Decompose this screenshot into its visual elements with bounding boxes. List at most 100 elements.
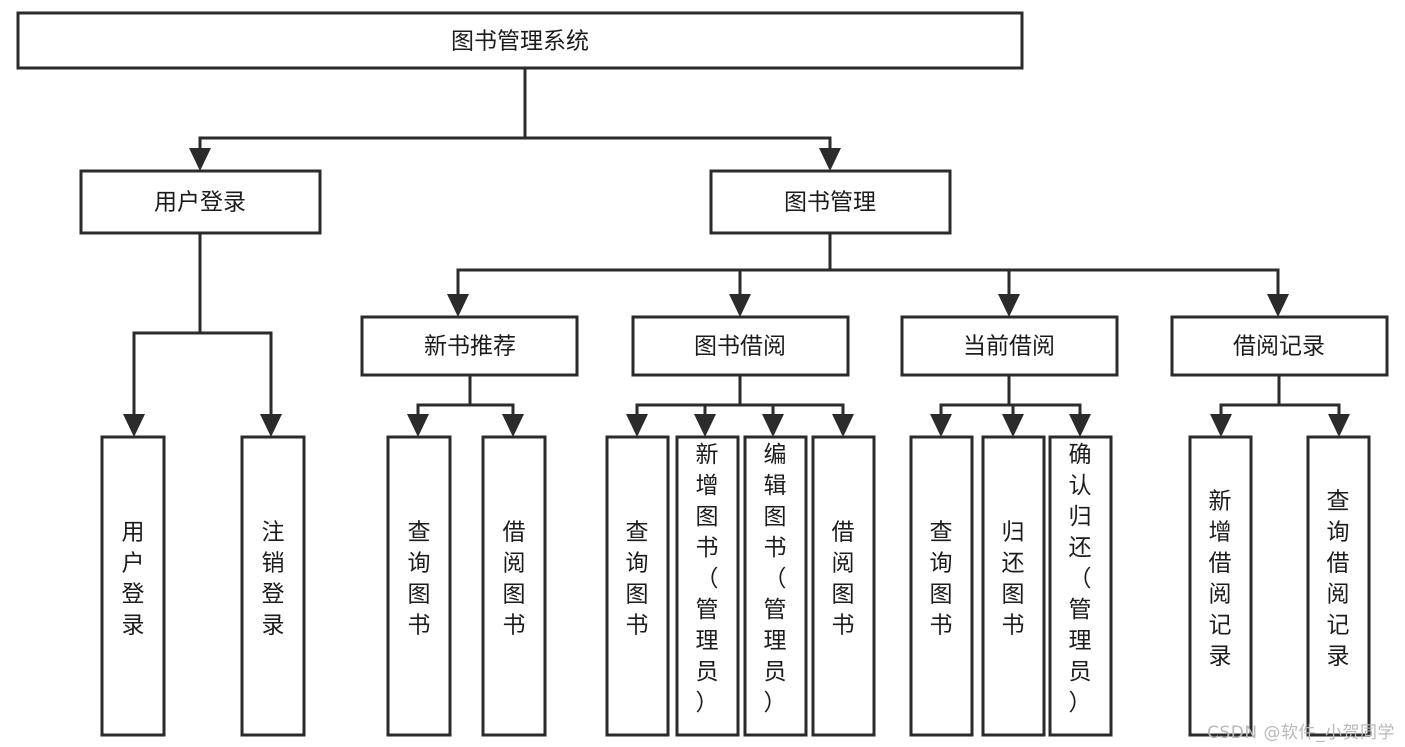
svg-text:登: 登 [122, 582, 145, 608]
svg-text:录: 录 [262, 613, 285, 639]
node-leaf-query-book-rec-box[interactable] [386, 435, 452, 737]
node-user-login-label: 用户登录 [154, 190, 246, 216]
svg-text:图: 图 [408, 582, 431, 608]
svg-text:注: 注 [262, 520, 285, 546]
svg-text:阅: 阅 [1209, 582, 1232, 608]
svg-text:书: 书 [408, 613, 431, 639]
node-book-manage-label: 图书管理 [784, 190, 876, 216]
node-leaf-borrow-book-rec-box[interactable] [481, 435, 547, 737]
node-new-book-rec-box[interactable] [360, 315, 579, 377]
node-new-book-rec-label: 新书推荐 [424, 334, 516, 360]
svg-text:借: 借 [1209, 551, 1232, 577]
svg-text:用: 用 [122, 520, 145, 546]
svg-text:录: 录 [122, 613, 145, 639]
node-borrow-record-box[interactable] [1170, 315, 1389, 377]
svg-text:确: 确 [1069, 442, 1092, 468]
node-leaf-query-book-b-box[interactable] [605, 435, 670, 737]
node-book-manage[interactable]: 图书管理 [709, 169, 952, 235]
svg-text:增: 增 [696, 473, 719, 499]
node-current-borrow-label: 当前借阅 [963, 334, 1055, 360]
csdn-watermark: CSDN @软件_小贺同学 [1207, 723, 1395, 743]
arrow-to-leaf-query-book-c [930, 414, 952, 437]
svg-text:新: 新 [696, 442, 719, 468]
svg-text:查: 查 [626, 520, 649, 546]
node-leaf-return-book-box[interactable] [981, 435, 1046, 737]
svg-text:图: 图 [1002, 582, 1025, 608]
node-leaf-borrow-book-b-box[interactable] [811, 435, 876, 737]
svg-text:）: ） [696, 690, 719, 716]
node-root[interactable]: 图书管理系统 [16, 11, 1024, 70]
node-leaf-user-login-box[interactable] [100, 435, 166, 737]
arrow-to-leaf-query-book-rec [407, 414, 429, 437]
svg-text:书: 书 [930, 613, 953, 639]
svg-text:图: 图 [503, 582, 526, 608]
svg-text:员: 员 [764, 659, 787, 685]
svg-text:归: 归 [1069, 504, 1092, 530]
node-leaf-user-logout-box[interactable] [240, 435, 306, 737]
node-user-login-box[interactable] [79, 169, 322, 235]
svg-text:图: 图 [626, 582, 649, 608]
edge-root-bus [198, 66, 832, 154]
arrow-to-leaf-return-book [1002, 414, 1024, 437]
node-new-book-rec[interactable]: 新书推荐 [360, 315, 579, 377]
svg-text:（: （ [764, 566, 787, 592]
svg-text:登: 登 [262, 582, 285, 608]
svg-text:记: 记 [1209, 613, 1232, 639]
svg-text:录: 录 [1209, 644, 1232, 670]
svg-text:辑: 辑 [764, 473, 787, 499]
node-leaf-confirm-return-box[interactable] [1048, 435, 1113, 737]
svg-text:图: 图 [832, 582, 855, 608]
node-leaf-add-record-box[interactable] [1188, 435, 1253, 737]
arrow-to-leaf-confirm-return [1069, 414, 1091, 437]
svg-text:询: 询 [626, 551, 649, 577]
svg-text:理: 理 [764, 628, 787, 654]
node-current-borrow-box[interactable] [900, 315, 1119, 377]
svg-text:）: ） [1069, 690, 1092, 716]
svg-text:书: 书 [626, 613, 649, 639]
node-book-borrow[interactable]: 图书借阅 [631, 315, 850, 377]
node-root-box[interactable] [16, 11, 1024, 70]
arrow-to-borrow-record [1267, 294, 1289, 317]
svg-text:编: 编 [764, 442, 787, 468]
arrow-to-current-borrow [998, 294, 1020, 317]
svg-text:书: 书 [503, 613, 526, 639]
svg-text:书: 书 [696, 535, 719, 561]
edge-bookborrow-bus [635, 373, 845, 420]
edge-currentborrow-bus [939, 373, 1082, 420]
svg-text:理: 理 [696, 628, 719, 654]
svg-text:管: 管 [1069, 597, 1092, 623]
svg-text:图: 图 [930, 582, 953, 608]
node-leaf-query-record-box[interactable] [1306, 435, 1371, 737]
arrow-to-leaf-query-book-b [626, 414, 648, 437]
node-leaf-edit-book-box[interactable] [743, 435, 808, 737]
node-user-login[interactable]: 用户登录 [79, 169, 322, 235]
svg-text:理: 理 [1069, 628, 1092, 654]
svg-text:查: 查 [1327, 489, 1350, 515]
svg-text:阅: 阅 [1327, 582, 1350, 608]
node-leaf-query-book-c-box[interactable] [909, 435, 974, 737]
node-book-manage-box[interactable] [709, 169, 952, 235]
svg-text:查: 查 [930, 520, 953, 546]
svg-text:书: 书 [832, 613, 855, 639]
node-book-borrow-box[interactable] [631, 315, 850, 377]
svg-text:（: （ [696, 566, 719, 592]
node-current-borrow[interactable]: 当前借阅 [900, 315, 1119, 377]
node-leaf-add-book-box[interactable] [675, 435, 740, 737]
svg-text:还: 还 [1069, 535, 1092, 561]
node-leaf-user-login-label: 用户登录 [122, 520, 145, 639]
node-borrow-record[interactable]: 借阅记录 [1170, 315, 1389, 377]
svg-text:归: 归 [1002, 520, 1025, 546]
svg-text:管: 管 [764, 597, 787, 623]
edge-bookmanage-bus [456, 231, 1280, 300]
arrow-to-leaf-user-logout [260, 414, 282, 437]
